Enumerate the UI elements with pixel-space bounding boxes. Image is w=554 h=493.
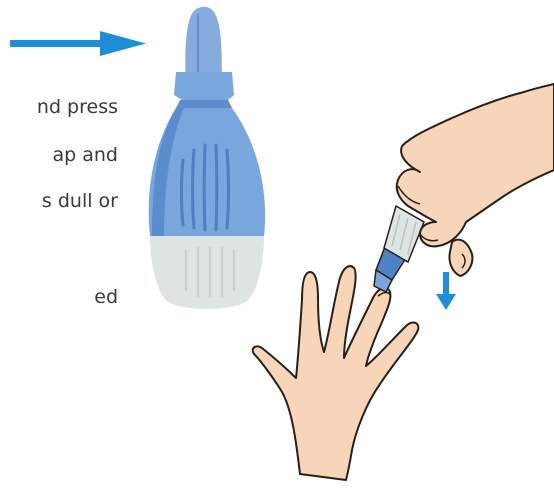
instruction-fragment-4: ed xyxy=(0,284,118,310)
down-arrow-icon xyxy=(436,272,456,310)
instruction-fragment-3: s dull or xyxy=(0,188,118,214)
instruction-fragment-2: ap and xyxy=(0,142,118,168)
small-lancet xyxy=(374,206,424,292)
operator-hand xyxy=(397,84,554,276)
right-arrow-icon xyxy=(10,31,146,56)
lancet-device xyxy=(149,7,265,309)
instruction-fragment-1: nd press xyxy=(0,94,118,120)
patient-hand xyxy=(253,266,419,480)
